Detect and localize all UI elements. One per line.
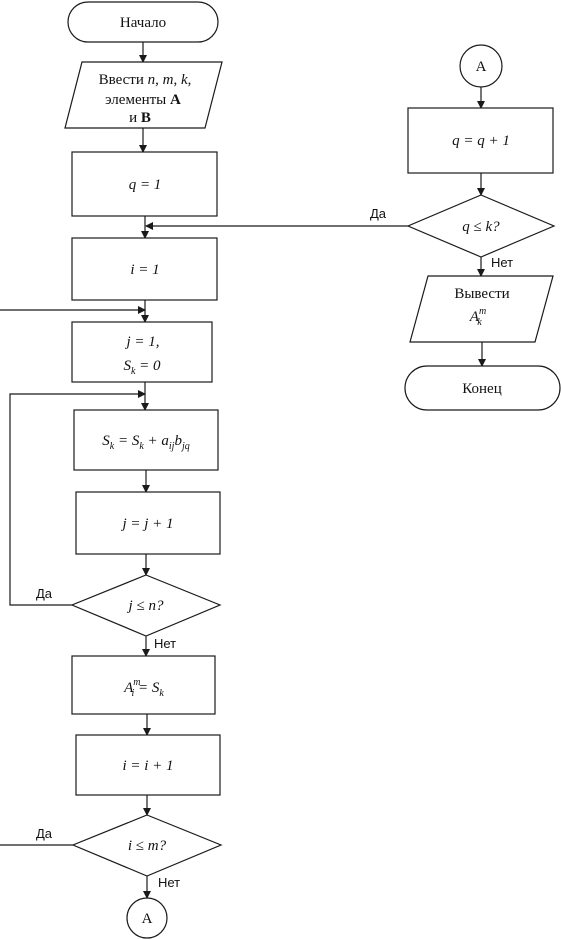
connector-bottom-label: A	[142, 911, 153, 927]
j-inc-box: j = j + 1	[75, 491, 221, 555]
i-inc-box: i = i + 1	[75, 734, 221, 796]
start-terminator: Начало	[67, 1, 219, 43]
q-condition-diamond: q ≤ k?	[406, 194, 556, 258]
i-condition-diamond: i ≤ m?	[71, 814, 223, 877]
j-no-label: Нет	[154, 636, 176, 651]
i-yes-label: Да	[36, 826, 53, 841]
accumulate-box: Sk = Sk + aijbjq	[73, 409, 219, 471]
j-init-label: j = 1,	[124, 334, 159, 350]
input-block: Ввести n, m, k, элементы A и B	[64, 61, 223, 129]
j-inc-label: j = j + 1	[120, 516, 173, 532]
j-yes-label: Да	[36, 586, 53, 601]
i-no-label: Нет	[158, 875, 180, 890]
connector-a-top: A	[459, 44, 503, 88]
sk-init-label: Sk = 0	[123, 358, 161, 377]
j-init-box: j = 1, Sk = 0	[71, 321, 213, 383]
q-init-box: q = 1	[71, 151, 218, 217]
q-yes-label: Да	[370, 206, 387, 221]
q-init-label: q = 1	[129, 177, 162, 193]
input-line-1: Ввести n, m, k,	[99, 72, 192, 88]
input-line-2: элементы A	[105, 92, 181, 108]
end-terminator: Конец	[404, 365, 561, 411]
j-condition-diamond: j ≤ n?	[70, 574, 222, 637]
input-line-3: и B	[129, 110, 151, 126]
i-init-label: i = 1	[130, 262, 159, 278]
i-inc-label: i = i + 1	[122, 758, 173, 774]
i-init-box: i = 1	[71, 237, 218, 301]
q-cond-label: q ≤ k?	[462, 219, 500, 235]
i-cond-label: i ≤ m?	[128, 838, 167, 854]
q-inc-label: q = q + 1	[452, 133, 510, 149]
connector-top-label: A	[476, 59, 487, 75]
end-label: Конец	[462, 381, 501, 397]
j-cond-label: j ≤ n?	[127, 598, 164, 614]
start-label: Начало	[120, 15, 166, 31]
output-line-1: Вывести	[454, 286, 509, 302]
connector-a-bottom: A	[126, 897, 168, 939]
accumulate-label: Sk = Sk + aijbjq	[102, 433, 190, 452]
q-inc-box: q = q + 1	[407, 107, 554, 174]
q-no-label: Нет	[491, 255, 513, 270]
